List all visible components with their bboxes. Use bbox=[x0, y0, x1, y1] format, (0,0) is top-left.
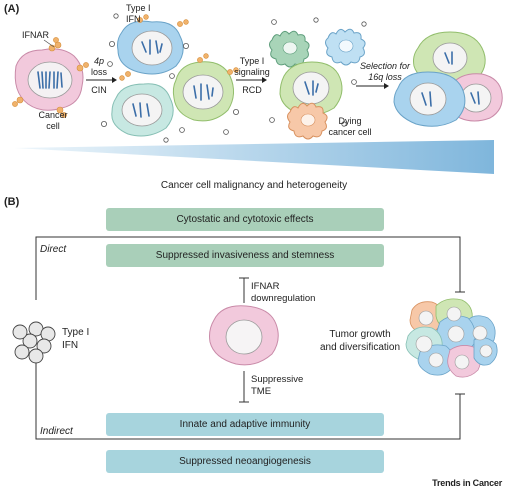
ifnar-pointer-line bbox=[43, 39, 55, 48]
innate-adaptive-immunity-box: Innate and adaptive immunity bbox=[106, 413, 384, 436]
dying-cell-green bbox=[269, 30, 310, 68]
selected-cell-blue bbox=[393, 71, 466, 127]
cancer-cell-initial bbox=[14, 48, 84, 111]
cancer-cell-teal bbox=[111, 83, 174, 137]
rcd-label: RCD bbox=[242, 85, 262, 95]
panel-b-label: (B) bbox=[4, 196, 20, 208]
inhibition-arrows bbox=[239, 277, 249, 403]
central-cancer-cell bbox=[209, 305, 279, 366]
ifn-particle-icons bbox=[101, 13, 239, 143]
direct-label: Direct bbox=[40, 244, 67, 255]
malignancy-gradient-wedge bbox=[14, 140, 494, 174]
cin-label: CIN bbox=[91, 85, 107, 95]
cancer-cell-blue bbox=[117, 20, 184, 75]
journal-footer: Trends in Cancer bbox=[432, 478, 502, 488]
dying-cell-blue bbox=[325, 28, 366, 66]
suppressed-neoangiogenesis-box: Suppressed neoangiogenesis bbox=[106, 450, 384, 473]
dying-cell-orange bbox=[287, 102, 328, 140]
tumor-cluster bbox=[405, 298, 498, 378]
gradient-caption: Cancer cell malignancy and heterogeneity bbox=[160, 180, 348, 191]
direct-indirect-bracket bbox=[35, 236, 461, 440]
panel-a-label: (A) bbox=[4, 3, 20, 15]
ifnar-label: IFNAR bbox=[22, 30, 49, 40]
indirect-label: Indirect bbox=[40, 426, 73, 437]
surviving-cell-green bbox=[279, 61, 343, 116]
cancer-cell-green bbox=[172, 61, 234, 122]
type1-ifn-molecules-icon bbox=[12, 321, 56, 364]
chromosomes-icon bbox=[37, 71, 63, 89]
cytostatic-effects-box: Cytostatic and cytotoxic effects bbox=[106, 208, 384, 231]
suppressed-invasiveness-box: Suppressed invasiveness and stemness bbox=[106, 244, 384, 267]
